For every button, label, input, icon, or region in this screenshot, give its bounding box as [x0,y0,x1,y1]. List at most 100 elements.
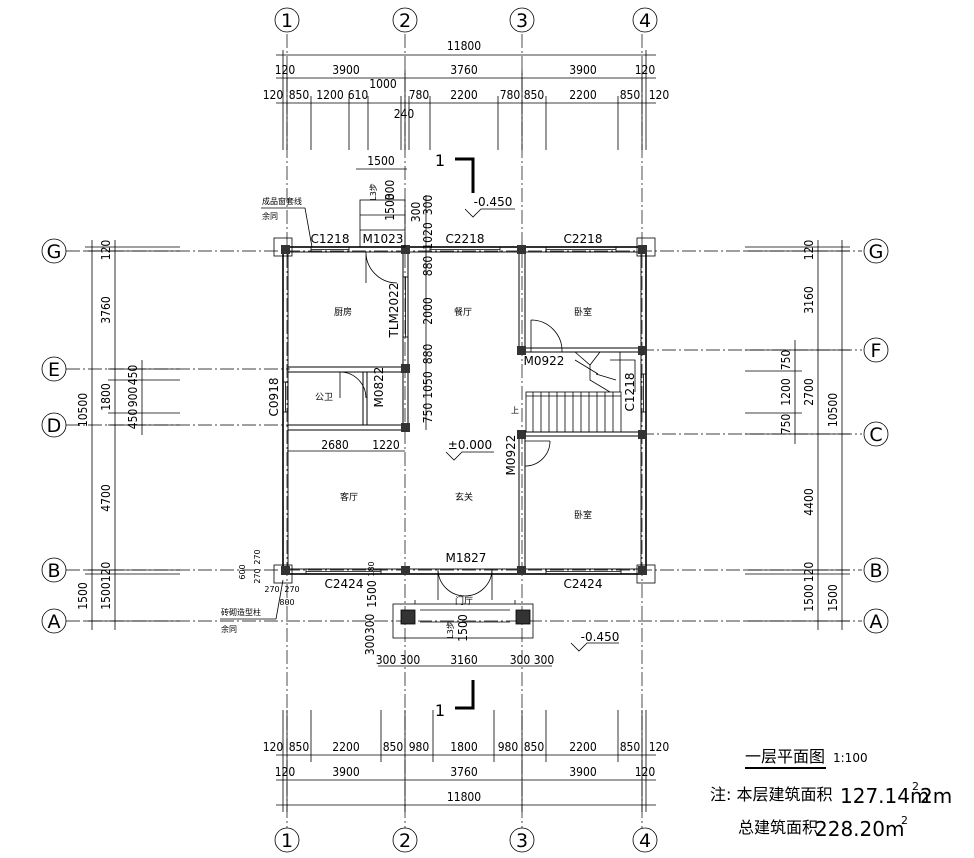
axis-bubble-3-top: 3 [509,7,535,33]
svg-text:3900: 3900 [332,765,360,779]
axis-bubble-1-bot: 1 [274,827,300,853]
svg-text:750: 750 [421,403,435,424]
drawing-scale: 1:100 [833,751,868,765]
svg-text:980: 980 [409,740,430,754]
svg-text:B: B [869,560,882,582]
svg-text:2680: 2680 [321,438,349,452]
svg-text:600: 600 [238,564,247,579]
room-kitchen: 厨房 [334,306,352,318]
svg-text:3900: 3900 [332,63,360,77]
svg-text:G: G [47,241,62,263]
windows [282,246,647,575]
svg-text:850: 850 [620,740,641,754]
walls [273,237,656,584]
svg-text:1200: 1200 [779,378,793,406]
room-wc: 公卫 [315,392,333,403]
svg-text:850: 850 [383,740,404,754]
stairs [359,199,636,639]
svg-text:2: 2 [399,830,411,852]
svg-text:3760: 3760 [450,63,478,77]
title-block: 一层平面图 1:100 注: 本层建筑面积 127.14m 2 2m 总建筑面积… [710,747,952,841]
svg-text:270: 270 [264,585,279,594]
axis-bubble-G-left: G [41,238,67,264]
room-bedroom-bottom: 卧室 [574,509,592,521]
svg-text:余同: 余同 [221,624,237,634]
axis-bubble-E-left: E [41,356,67,382]
svg-text:M1023: M1023 [363,232,404,246]
svg-text:3900: 3900 [569,63,597,77]
svg-text:1020: 1020 [421,222,435,250]
svg-text:10500: 10500 [826,393,840,427]
svg-text:2000: 2000 [421,297,435,325]
svg-text:120: 120 [635,765,656,779]
svg-text:1500: 1500 [99,582,113,610]
svg-text:M0822: M0822 [372,367,386,408]
svg-text:1500: 1500 [365,580,379,608]
room-dining: 餐厅 [454,306,472,318]
svg-text:120: 120 [263,88,284,102]
svg-text:300: 300 [376,653,397,667]
svg-text:2200: 2200 [450,88,478,102]
svg-text:1500: 1500 [826,584,840,612]
room-labels: 厨房 餐厅 卧室 公卫 客厅 玄关 卧室 门厅 [315,306,592,607]
svg-text:11800: 11800 [447,790,481,804]
svg-text:3: 3 [516,830,528,852]
svg-text:880: 880 [421,344,435,365]
axis-bubble-B-right: B [863,557,889,583]
axis-bubble-4-bot: 4 [632,827,658,853]
axis-bubble-G-right: G [863,238,889,264]
svg-text:1500: 1500 [76,582,90,610]
axis-bubble-B-left: B [41,557,67,583]
svg-text:2: 2 [399,10,411,32]
level-marks: -0.450 ±0.000 -0.450 上 [445,195,619,652]
svg-text:850: 850 [524,88,545,102]
right-dimensions: 120 3160 750 1200 750 2700 4400 10500 12… [745,240,850,630]
svg-text:780: 780 [409,88,430,102]
svg-text:1: 1 [435,151,445,170]
area-label: 注: 本层建筑面积 [710,785,832,804]
axis-bubbles: 1 2 3 4 1 2 3 4 G E D B A G F C B A [41,7,889,853]
svg-text:B: B [47,560,60,582]
notes: 成品窗套线 余同 砖砌造型柱 余同 [220,196,313,634]
svg-text:4: 4 [639,10,651,32]
svg-text:1200: 1200 [316,88,344,102]
svg-text:120: 120 [802,240,816,261]
svg-text:1: 1 [281,10,293,32]
svg-text:F: F [871,340,882,362]
bottom-dimensions: 120 850 2200 850 980 1800 980 850 2200 8… [263,710,669,812]
area-value: 127.14m [840,784,929,808]
svg-text:300: 300 [363,614,377,635]
svg-text:880: 880 [421,256,435,277]
svg-text:610: 610 [348,88,369,102]
svg-text:850: 850 [289,740,310,754]
svg-text:G: G [869,241,884,263]
svg-text:120: 120 [649,88,670,102]
svg-text:上: 上 [511,406,519,415]
svg-text:1: 1 [435,701,445,720]
axis-bubble-2-top: 2 [392,7,418,33]
svg-text:11800: 11800 [447,39,481,53]
svg-text:850: 850 [289,88,310,102]
stair-dimensions: 1500 L3步 300 1500 300 300 1020 880 2000 … [238,154,554,667]
svg-text:D: D [47,415,62,437]
svg-text:10500: 10500 [76,393,90,427]
svg-text:300: 300 [510,653,531,667]
svg-text:砖砌造型柱: 砖砌造型柱 [221,607,261,617]
svg-text:270: 270 [284,585,299,594]
svg-text:120: 120 [99,240,113,261]
svg-text:M0922: M0922 [524,354,565,368]
room-foyer: 玄关 [455,491,473,503]
svg-text:C: C [869,424,882,446]
svg-text:240: 240 [394,107,415,121]
svg-text:850: 850 [620,88,641,102]
svg-text:3900: 3900 [569,765,597,779]
svg-text:800: 800 [279,598,294,607]
total-area-value: 228.20m [815,817,904,841]
svg-text:3160: 3160 [802,286,816,314]
svg-text:4400: 4400 [802,488,816,516]
svg-text:1000: 1000 [369,77,397,91]
svg-text:±0.000: ±0.000 [448,438,492,452]
svg-text:A: A [48,611,61,633]
svg-text:750: 750 [779,414,793,435]
